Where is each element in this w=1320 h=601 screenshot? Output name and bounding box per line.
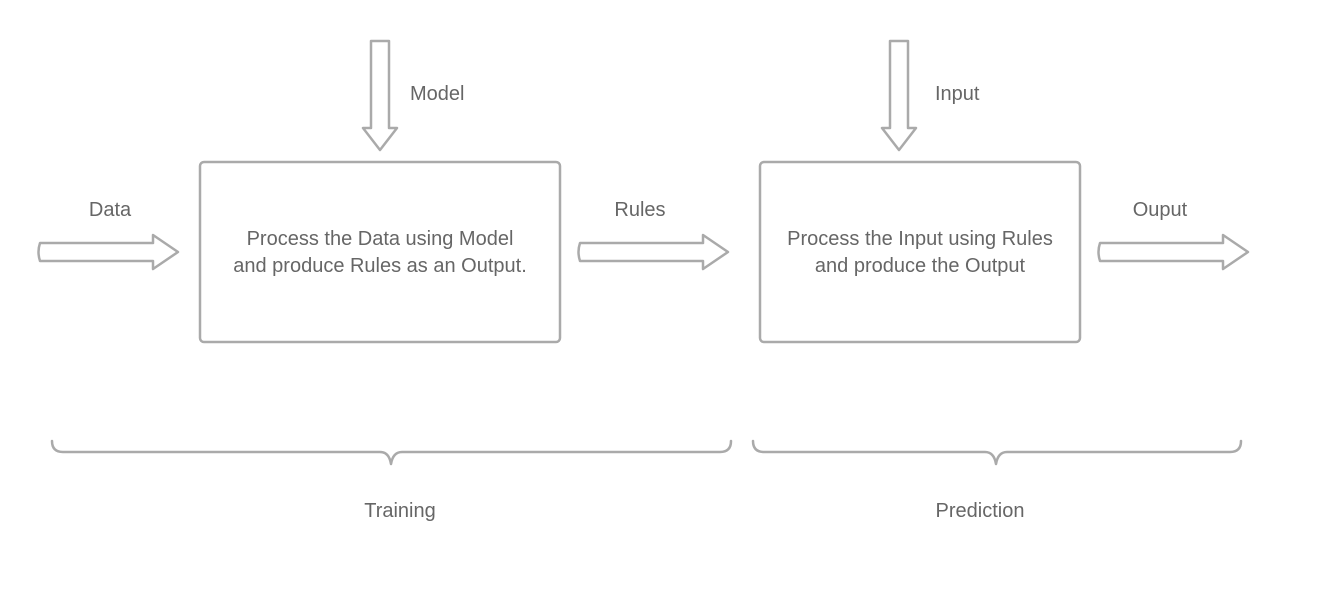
- input-label: Input: [935, 83, 980, 105]
- prediction-process-box: [758, 160, 1082, 344]
- model-label: Model: [410, 83, 464, 105]
- rules-label: Rules: [614, 199, 665, 221]
- prediction-brace: [751, 439, 1243, 466]
- training-box-line-1: Process the Data using Model: [247, 228, 514, 250]
- data-label: Data: [89, 199, 132, 221]
- prediction-box-line-1: Process the Input using Rules: [787, 228, 1053, 250]
- output-arrow-icon: [1097, 233, 1250, 271]
- rules-arrow-icon: [577, 233, 730, 271]
- output-label: Ouput: [1133, 199, 1188, 221]
- input-arrow-icon: [880, 39, 918, 152]
- data-arrow-icon: [37, 233, 180, 271]
- prediction-box-line-2: and produce the Output: [815, 255, 1026, 277]
- training-brace: [50, 439, 733, 466]
- training-box-line-2: and produce Rules as an Output.: [233, 255, 527, 277]
- prediction-phase-label: Prediction: [936, 500, 1025, 522]
- training-process-box: [198, 160, 562, 344]
- training-phase-label: Training: [364, 500, 436, 522]
- model-arrow-icon: [361, 39, 399, 152]
